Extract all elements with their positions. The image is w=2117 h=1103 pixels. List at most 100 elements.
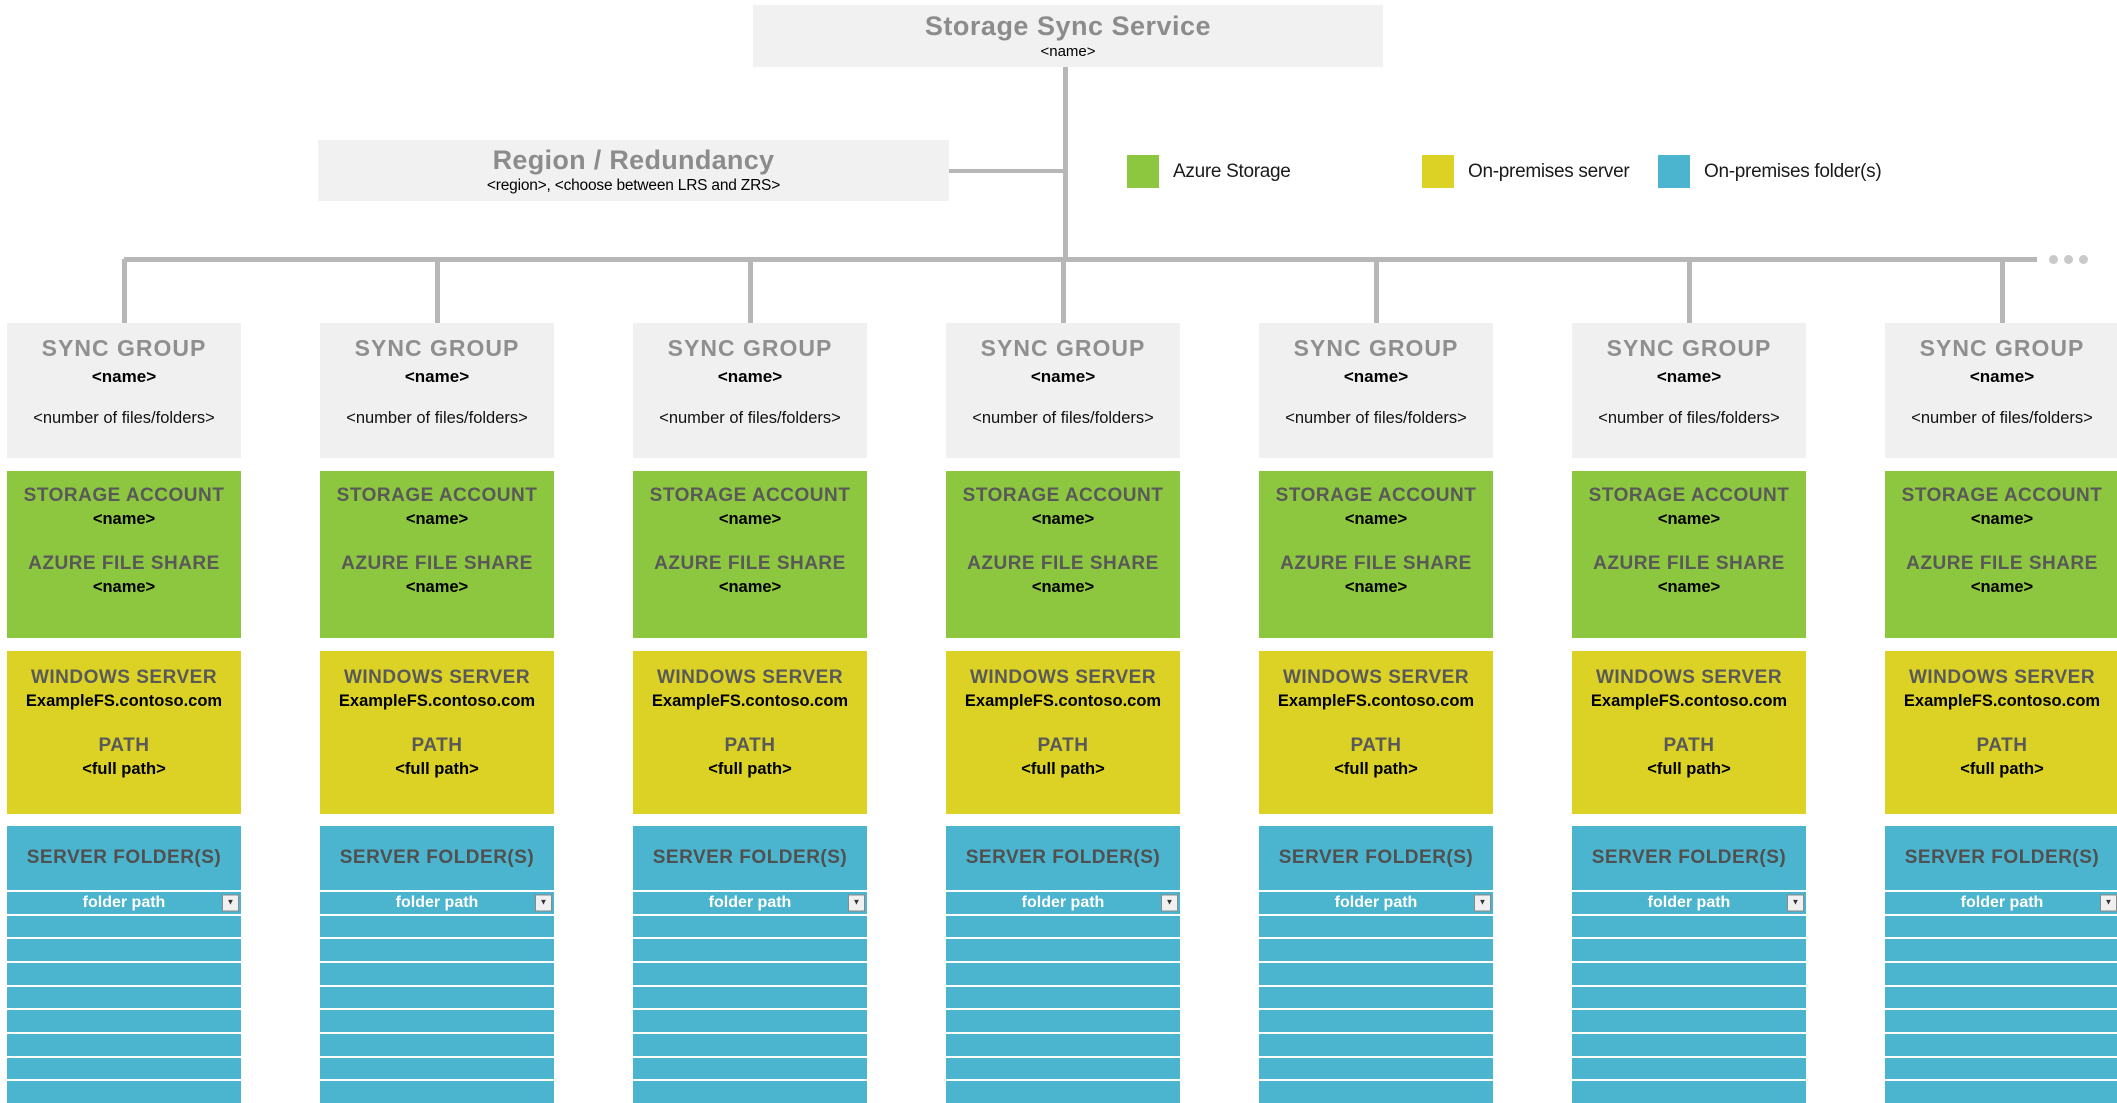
folder-row-empty[interactable]: [320, 913, 554, 938]
folder-row-empty[interactable]: [7, 1032, 241, 1056]
folder-path-row[interactable]: folder path ▼: [1259, 890, 1493, 914]
folder-row-empty[interactable]: [946, 1055, 1180, 1080]
folder-path-row[interactable]: folder path ▼: [7, 890, 241, 914]
folder-row-empty[interactable]: [633, 1055, 867, 1080]
folder-row-empty[interactable]: [633, 961, 867, 985]
dropdown-arrow-icon: ▼: [539, 897, 548, 907]
folder-row-empty[interactable]: [1572, 1079, 1806, 1103]
folder-path-row[interactable]: folder path ▼: [1885, 890, 2117, 914]
folder-row-empty[interactable]: [946, 1008, 1180, 1032]
folder-row-empty[interactable]: [7, 913, 241, 938]
sync-group-file-count: <number of files/folders>: [659, 409, 841, 427]
folder-path-dropdown-button[interactable]: ▼: [535, 894, 552, 912]
folder-path-value: folder path: [708, 893, 792, 911]
folder-row-empty[interactable]: [1885, 961, 2117, 985]
sync-group-file-count: <number of files/folders>: [1911, 409, 2093, 427]
folder-row-empty[interactable]: [1885, 937, 2117, 961]
sync-group-name: <name>: [717, 367, 783, 386]
path-label: PATH: [411, 735, 463, 756]
folder-path-dropdown-button[interactable]: ▼: [2100, 894, 2117, 912]
sync-group-column: SYNC GROUP <name> <number of files/folde…: [1259, 259, 1493, 1103]
folder-row-empty[interactable]: [633, 913, 867, 938]
sync-group-column: SYNC GROUP <name> <number of files/folde…: [1572, 259, 1806, 1103]
folder-row-empty[interactable]: [633, 1032, 867, 1056]
folder-row-empty[interactable]: [1572, 913, 1806, 938]
dropdown-arrow-icon: ▼: [1165, 897, 1174, 907]
storage-sync-service-name: <name>: [1040, 43, 1096, 60]
folder-row-empty[interactable]: [1572, 1008, 1806, 1032]
folder-row-empty[interactable]: [1259, 1055, 1493, 1080]
folder-row-empty[interactable]: [1885, 1008, 2117, 1032]
folder-path-dropdown-button[interactable]: ▼: [1787, 894, 1804, 912]
folder-row-empty[interactable]: [1885, 1079, 2117, 1103]
folder-path-row[interactable]: folder path ▼: [320, 890, 554, 914]
folder-row-empty[interactable]: [7, 961, 241, 985]
folder-row-empty[interactable]: [320, 1055, 554, 1080]
folder-path-dropdown-button[interactable]: ▼: [1474, 894, 1491, 912]
windows-server-box: WINDOWS SERVER ExampleFS.contoso.com PAT…: [1885, 651, 2117, 814]
windows-server-label: WINDOWS SERVER: [30, 667, 218, 688]
folder-row-empty[interactable]: [1572, 1055, 1806, 1080]
folder-row-empty[interactable]: [7, 937, 241, 961]
server-folders-box: SERVER FOLDER(S) folder path ▼: [946, 826, 1180, 1103]
folder-path-dropdown-button[interactable]: ▼: [222, 894, 239, 912]
folder-row-empty[interactable]: [633, 937, 867, 961]
folder-row-empty[interactable]: [946, 961, 1180, 985]
server-folders-box: SERVER FOLDER(S) folder path ▼: [1259, 826, 1493, 1103]
folder-row-empty[interactable]: [946, 937, 1180, 961]
folder-path-row[interactable]: folder path ▼: [1572, 890, 1806, 914]
legend-item-on-premises-server: On-premises server: [1422, 155, 1630, 188]
sync-group-columns: SYNC GROUP <name> <number of files/folde…: [7, 259, 2117, 1103]
folder-row-empty[interactable]: [320, 1008, 554, 1032]
storage-account-name: <name>: [92, 510, 156, 528]
folder-row-empty[interactable]: [1259, 1079, 1493, 1103]
folder-row-empty[interactable]: [1885, 1032, 2117, 1056]
region-redundancy-box: Region / Redundancy <region>, <choose be…: [318, 140, 949, 201]
folder-row-empty[interactable]: [320, 961, 554, 985]
folder-row-empty[interactable]: [946, 984, 1180, 1009]
storage-account-name: <name>: [405, 510, 469, 528]
folder-row-empty[interactable]: [1572, 1032, 1806, 1056]
folder-path-dropdown-button[interactable]: ▼: [848, 894, 865, 912]
folder-path-dropdown-button[interactable]: ▼: [1161, 894, 1178, 912]
folder-row-empty[interactable]: [946, 1032, 1180, 1056]
folder-path-row[interactable]: folder path ▼: [633, 890, 867, 914]
folder-row-empty[interactable]: [1259, 1032, 1493, 1056]
sync-group-file-count: <number of files/folders>: [33, 409, 215, 427]
folder-row-empty[interactable]: [320, 937, 554, 961]
ellipsis-dot: [2079, 255, 2088, 264]
folder-row-empty[interactable]: [7, 984, 241, 1009]
folder-row-empty[interactable]: [1885, 1055, 2117, 1080]
folder-row-empty[interactable]: [7, 1008, 241, 1032]
folder-row-empty[interactable]: [7, 1079, 241, 1103]
folder-row-empty[interactable]: [1572, 984, 1806, 1009]
folder-row-empty[interactable]: [1572, 937, 1806, 961]
folder-row-empty[interactable]: [320, 984, 554, 1009]
folder-row-empty[interactable]: [1259, 984, 1493, 1009]
folder-row-empty[interactable]: [946, 913, 1180, 938]
folder-row-empty[interactable]: [1259, 1008, 1493, 1032]
folder-row-empty[interactable]: [1885, 913, 2117, 938]
path-value: <full path>: [708, 760, 792, 778]
folder-row-empty[interactable]: [633, 984, 867, 1009]
folder-row-empty[interactable]: [1259, 937, 1493, 961]
folder-row-empty[interactable]: [320, 1032, 554, 1056]
folder-row-empty[interactable]: [633, 1079, 867, 1103]
folder-row-empty[interactable]: [1572, 961, 1806, 985]
column-connector-line: [748, 259, 753, 323]
folder-row-empty[interactable]: [1885, 984, 2117, 1009]
folder-row-empty[interactable]: [320, 1079, 554, 1103]
server-folders-label: SERVER FOLDER(S): [1591, 847, 1787, 868]
folder-row-empty[interactable]: [1259, 961, 1493, 985]
folder-row-empty[interactable]: [1259, 913, 1493, 938]
folder-row-empty[interactable]: [633, 1008, 867, 1032]
service-connector-line: [1063, 67, 1068, 259]
sync-group-header: SYNC GROUP: [1606, 335, 1772, 361]
folder-rows: folder path ▼: [633, 890, 867, 1103]
folder-row-empty[interactable]: [946, 1079, 1180, 1103]
folder-row-empty[interactable]: [7, 1055, 241, 1080]
storage-account-label: STORAGE ACCOUNT: [1275, 485, 1477, 506]
folder-path-row[interactable]: folder path ▼: [946, 890, 1180, 914]
azure-storage-box: STORAGE ACCOUNT <name> AZURE FILE SHARE …: [633, 471, 867, 638]
